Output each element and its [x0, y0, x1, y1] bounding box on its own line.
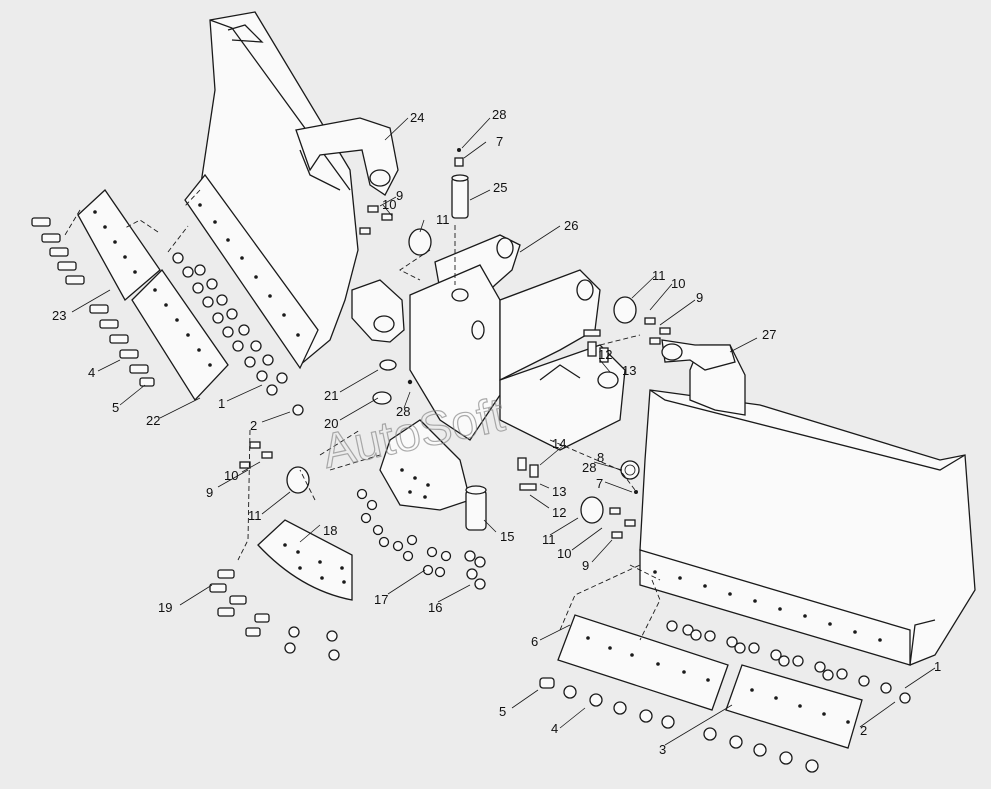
callout-15: 15: [500, 529, 514, 544]
part-16-nut-cluster: [464, 550, 486, 590]
callout-22: 22: [146, 413, 160, 428]
part-26-pivot-frame: [409, 234, 626, 451]
part-11-cover-right: [613, 296, 637, 324]
callout-10-lower: 10: [557, 546, 571, 561]
callout-10-right: 10: [671, 276, 685, 291]
small-fasteners: [239, 205, 671, 539]
part-20-washer: [372, 391, 392, 405]
callout-27: 27: [762, 327, 776, 342]
callout-11-lower: 11: [542, 532, 556, 547]
part-18-plate: [257, 519, 353, 601]
part-20-cylinder-mount: [379, 419, 471, 511]
callout-14: 14: [552, 436, 566, 451]
left-nut-row: [172, 252, 304, 416]
part-21-washer: [379, 359, 397, 371]
callout-23: 23: [52, 308, 66, 323]
callout-28-mid: 28: [396, 404, 410, 419]
callout-10-left: 10: [224, 468, 238, 483]
left-bolt-row-4: [89, 304, 155, 387]
callout-21: 21: [324, 388, 338, 403]
part-25-pin: [451, 148, 469, 219]
callout-5-right: 5: [499, 704, 506, 719]
left-bolt-row-23: [31, 217, 85, 285]
callout-7-top: 7: [496, 134, 503, 149]
callout-24: 24: [410, 110, 424, 125]
callout-7-right: 7: [596, 476, 603, 491]
part-11-cover-upper: [408, 228, 432, 256]
part-17-nut-cluster: [356, 488, 452, 578]
part-11-cover-lower: [580, 496, 604, 524]
callout-11-right: 11: [652, 268, 666, 283]
callout-17: 17: [374, 592, 388, 607]
right-cutting-edge: [639, 549, 911, 666]
callout-12-upper: 12: [598, 347, 612, 362]
part-11-cover-left: [286, 466, 310, 494]
callout-28-top: 28: [492, 107, 506, 122]
right-nut-row: [666, 620, 911, 704]
callout-9-lower: 9: [582, 558, 589, 573]
part-24-arm-bracket: [295, 117, 399, 196]
callout-1-left: 1: [218, 396, 225, 411]
left-cutting-edge-strip: [184, 173, 319, 370]
callout-26: 26: [564, 218, 578, 233]
right-bolt-rows: [539, 677, 819, 773]
callout-12-lower: 12: [552, 505, 566, 520]
part-23-plate: [77, 189, 161, 302]
callout-10-upper: 10: [382, 197, 396, 212]
part-6-plate: [557, 614, 729, 711]
callout-28-right: 28: [582, 460, 596, 475]
part-22-plate: [131, 268, 229, 402]
part-19-bolts: [209, 569, 340, 661]
part-21-arm-lower: [351, 279, 405, 343]
callout-3: 3: [659, 742, 666, 757]
callout-6: 6: [531, 634, 538, 649]
callout-19: 19: [158, 600, 172, 615]
callout-9-upper: 9: [396, 188, 403, 203]
callout-5-left: 5: [112, 400, 119, 415]
callout-11-upper: 11: [436, 212, 450, 227]
callout-9-left: 9: [206, 485, 213, 500]
callout-2-left: 2: [250, 418, 257, 433]
callout-20: 20: [324, 416, 338, 431]
callout-4-right: 4: [551, 721, 558, 736]
callout-labels: 24 28 7 25 26 9 10 11 11 10 9 27 23 4 5 …: [52, 107, 941, 757]
callout-11-left: 11: [248, 508, 262, 523]
callout-18: 18: [323, 523, 337, 538]
callout-13-lower: 13: [552, 484, 566, 499]
callout-8: 8: [597, 450, 604, 465]
callout-9-right: 9: [696, 290, 703, 305]
part-27-arm: [661, 339, 736, 371]
callout-1-right: 1: [934, 659, 941, 674]
part-15-pin: [465, 485, 487, 531]
callout-4-left: 4: [88, 365, 95, 380]
callout-25: 25: [493, 180, 507, 195]
callout-16: 16: [428, 600, 442, 615]
callout-2-right: 2: [860, 723, 867, 738]
part-3-plate: [725, 664, 863, 749]
leader-lines: [71, 117, 936, 746]
callout-13-upper: 13: [622, 363, 636, 378]
